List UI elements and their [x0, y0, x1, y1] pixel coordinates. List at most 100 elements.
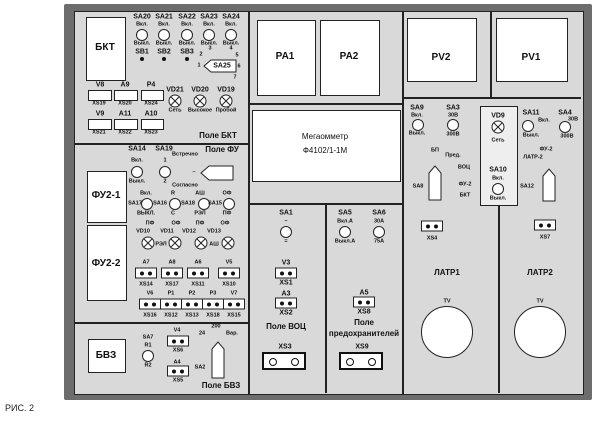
jack-socket[interactable]: [181, 298, 203, 310]
jack-socket[interactable]: [139, 298, 161, 310]
push-button-sb3[interactable]: [185, 57, 189, 61]
toggle-switch-sa6[interactable]: [373, 226, 385, 238]
selector-position: 7: [233, 74, 237, 81]
rotary-selector-sa25[interactable]: [203, 59, 237, 73]
jack-meter-label: A6: [194, 259, 202, 266]
meter-socket[interactable]: [88, 119, 112, 130]
jack-meter-label: V6: [146, 290, 154, 297]
switch-position: Вкл.: [140, 190, 152, 197]
toggle-switch-sa21[interactable]: [158, 29, 170, 41]
switch-position: 300В: [446, 131, 460, 138]
jack-socket[interactable]: [202, 298, 224, 310]
meter-label: A9: [120, 81, 130, 89]
toggle-switch-sa14[interactable]: [131, 166, 143, 178]
toggle-switch-sa20[interactable]: [136, 29, 148, 41]
switch-label: SA10: [489, 166, 507, 174]
socket-label: XS9: [355, 343, 369, 351]
switch-label: SA15: [208, 200, 222, 207]
push-button-sb1[interactable]: [140, 57, 144, 61]
jack-label: XS2: [279, 309, 293, 317]
autotransformer-knob[interactable]: [514, 306, 566, 358]
megohmmeter: [252, 110, 401, 182]
meter-socket[interactable]: [114, 119, 138, 130]
fu2-1-block: [87, 171, 127, 223]
toggle-switch-sa5[interactable]: [339, 226, 351, 238]
rotary-selector-pointer[interactable]: [200, 165, 234, 181]
switch-position: ОФ: [222, 190, 232, 197]
toggle-switch-sa18[interactable]: [198, 198, 210, 210]
selector-position: ЛАТР-2: [523, 154, 543, 161]
selector-position: ФУ-2: [458, 181, 472, 188]
jack-meter-label: V5: [225, 259, 233, 266]
toggle-switch-sa11[interactable]: [522, 120, 534, 132]
jack-label: XS14: [139, 281, 153, 288]
selector-position: Пред.: [445, 152, 461, 159]
switch-label: SA3: [446, 104, 460, 112]
jack-label: XS11: [191, 281, 205, 288]
toggle-switch-sa19[interactable]: [159, 166, 171, 178]
indicator-lamp-icon: [194, 236, 208, 250]
jack-socket[interactable]: [534, 219, 556, 231]
toggle-switch-sa17[interactable]: [141, 198, 153, 210]
toggle-switch-sa16[interactable]: [169, 198, 181, 210]
switch-off-label: Выкл.: [522, 132, 540, 139]
switch-label: SA11: [522, 109, 540, 117]
jack-socket[interactable]: [161, 267, 183, 279]
jack-socket[interactable]: [223, 298, 245, 310]
jack-socket[interactable]: [421, 220, 443, 232]
jack-label: XS15: [227, 312, 241, 319]
selector-position: Вар.: [226, 330, 238, 337]
toggle-switch-sa3[interactable]: [447, 119, 459, 131]
switch-off-label: Выкл.: [128, 178, 146, 185]
field-title: Поле ФУ: [205, 145, 239, 154]
meter-socket[interactable]: [88, 90, 112, 101]
toggle-switch-sa23[interactable]: [203, 29, 215, 41]
selector-position: ВОЦ: [457, 164, 471, 171]
toggle-switch-sa4[interactable]: [559, 121, 571, 133]
rotary-selector-sa8[interactable]: [428, 165, 442, 201]
meter-socket[interactable]: [114, 90, 138, 101]
switch-on-label: Вкл.: [492, 175, 504, 182]
toggle-switch-sa7[interactable]: [142, 350, 154, 362]
switch-position: РЭЛ: [194, 210, 206, 217]
indicator-lamp-icon: [168, 236, 182, 250]
output-socket-xs3[interactable]: [262, 352, 306, 370]
jack-socket[interactable]: [167, 335, 189, 347]
jack-socket[interactable]: [160, 298, 182, 310]
rotary-selector-sa12[interactable]: [542, 168, 556, 202]
switch-label: SA19: [155, 145, 173, 153]
toggle-switch-sa1[interactable]: [280, 226, 292, 238]
jack-label: XS23: [144, 129, 158, 136]
toggle-switch-sa15[interactable]: [223, 198, 235, 210]
lamp-caption: РЭЛ: [155, 241, 167, 248]
jack-label: XS10: [222, 281, 236, 288]
toggle-switch-sa24[interactable]: [225, 29, 237, 41]
transformer-label: TV: [536, 298, 544, 305]
jack-socket[interactable]: [135, 267, 157, 279]
toggle-switch-sa9[interactable]: [412, 119, 424, 131]
meter-label: PV2: [431, 52, 451, 63]
autotransformer-knob[interactable]: [421, 306, 473, 358]
meter-socket[interactable]: [141, 119, 164, 130]
jack-socket[interactable]: [187, 267, 209, 279]
lamp-caption: Пробой: [215, 107, 237, 114]
ammeter-pa1: [257, 20, 316, 96]
toggle-switch-sa22[interactable]: [181, 29, 193, 41]
output-socket-xs9[interactable]: [339, 352, 383, 370]
jack-socket[interactable]: [275, 267, 297, 279]
jack-socket[interactable]: [275, 297, 297, 309]
jack-label: XS5: [172, 377, 184, 384]
push-button-sb2[interactable]: [162, 57, 166, 61]
switch-position: R: [171, 190, 175, 197]
meter-label: PA1: [275, 51, 295, 62]
switch-off-label: Выкл.А: [334, 238, 356, 245]
socket-label: XS3: [278, 343, 292, 351]
jack-socket[interactable]: [353, 296, 375, 308]
rotary-selector-sa2[interactable]: [211, 341, 225, 379]
bvz-label: БВЗ: [95, 350, 117, 361]
mains-switch-sa10[interactable]: [492, 183, 504, 195]
jack-socket[interactable]: [218, 267, 240, 279]
jack-socket[interactable]: [167, 365, 189, 377]
meter-socket[interactable]: [141, 90, 164, 101]
jack-label: XS19: [92, 100, 106, 107]
